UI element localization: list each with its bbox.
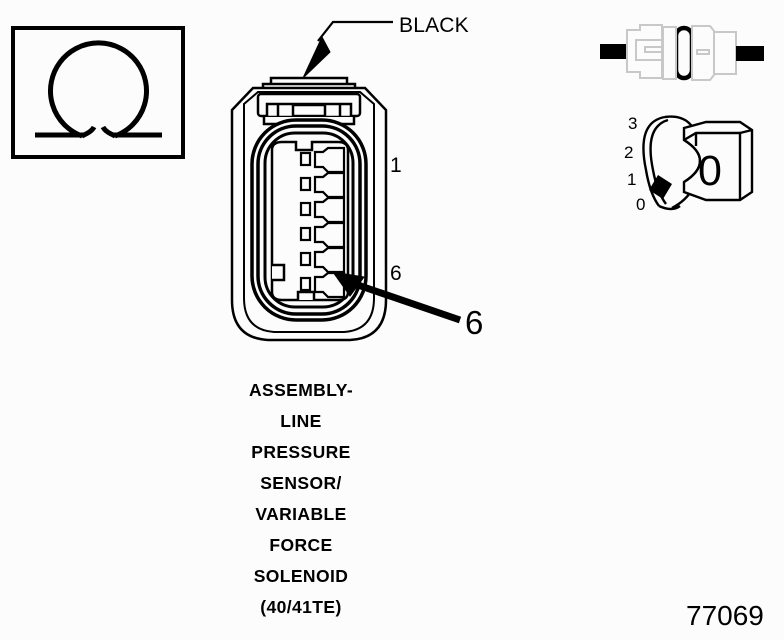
component-caption: ASSEMBLY- LINE PRESSURE SENSOR/ VARIABLE… [205,375,397,623]
seal-face-label: 0 [698,147,722,195]
caption-line: SENSOR/ [260,473,342,493]
scale-label-1: 1 [627,170,637,189]
caption-line: PRESSURE [251,442,351,462]
terminal-cavity-6 [299,271,346,299]
caption-line: LINE [280,411,322,431]
connector-side-view [600,24,764,81]
seal-ring-highlight [673,25,695,81]
pin-label-bottom: 6 [390,262,402,285]
terminal-cavity-4 [299,221,346,249]
figure-id-number: 77069 [686,600,764,631]
black-color-label: BLACK [399,14,469,37]
caption-line: VARIABLE [255,504,347,524]
callout-6-leader [331,271,462,324]
scale-label-0: 0 [636,195,646,214]
side-view-left-terminal [600,44,627,59]
scale-label-3: 3 [628,114,638,133]
scale-label-2: 2 [624,143,634,162]
caption-line: (40/41TE) [260,597,342,617]
connector-face-view [230,76,388,342]
caption-line: SOLENOID [253,566,349,586]
ohm-symbol-box [11,26,185,159]
side-view-right-terminal [736,46,764,61]
black-label-leader [302,20,393,79]
seal-perspective-view [642,115,754,211]
callout-number: 6 [465,304,484,341]
pin-label-top: 1 [390,154,402,177]
caption-line: FORCE [269,535,333,555]
caption-line: ASSEMBLY- [248,380,354,400]
scale-diamond-marker [649,175,672,199]
